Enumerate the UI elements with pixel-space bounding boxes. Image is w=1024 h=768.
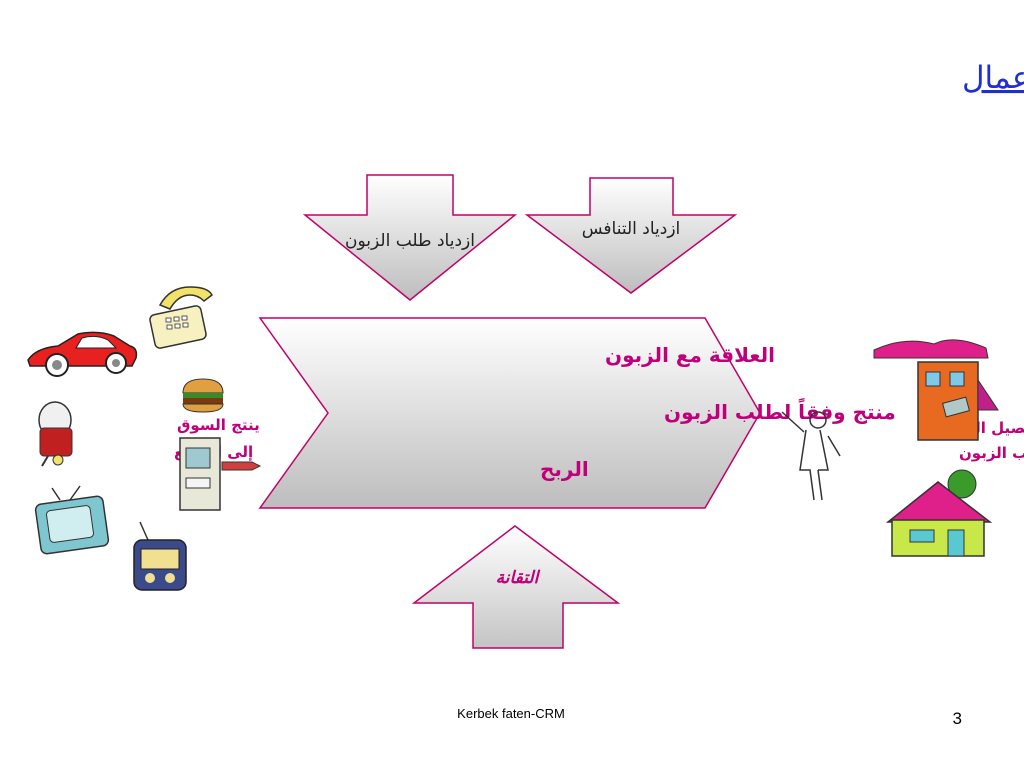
competition-label: ازدياد التنافس: [582, 219, 681, 239]
car-icon: [27, 331, 138, 377]
center-chevron: العلاقة مع الزبون منتج وفقاً لطلب الزبون…: [258, 317, 896, 509]
radio-icon: [133, 521, 187, 591]
competition-arrow: ازدياد التنافس: [524, 177, 738, 294]
tv-icon: [34, 485, 110, 555]
customer-demand-arrow: ازدياد طلب الزبون: [302, 174, 518, 301]
businessman-icon: [781, 411, 841, 501]
technology-arrow: التقانة: [411, 525, 621, 649]
slide-title: تغير واقع أرضية الأعمال: [962, 57, 1024, 96]
burger-icon: [182, 378, 224, 413]
left-side-line-1: ينتج السوق: [177, 416, 260, 434]
page-number: 3: [953, 709, 962, 728]
center-line-custom-product: منتج وفقاً لطلب الزبون: [664, 398, 896, 424]
right-side-line-2: حسب طلب الزبون: [959, 444, 1024, 462]
customer-demand-label: ازدياد طلب الزبون: [345, 231, 475, 251]
shop-icon: [873, 339, 999, 441]
house-icon: [885, 469, 993, 557]
center-line-profit: الربح: [540, 457, 589, 481]
atm-icon: [179, 437, 262, 511]
center-line-relationship: العلاقة مع الزبون: [605, 343, 775, 367]
tennis-icon: [38, 401, 73, 467]
footer-text: Kerbek faten-CRM: [457, 706, 565, 721]
technology-label: التقانة: [496, 568, 541, 588]
telephone-icon: [149, 286, 213, 349]
